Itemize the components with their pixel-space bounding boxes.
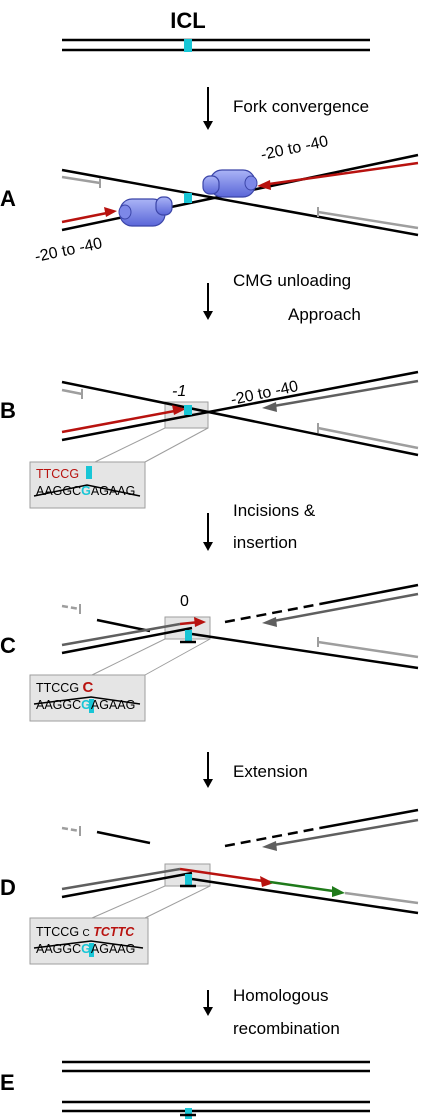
panel-c-inset-bottom-right: AGAAG — [91, 698, 135, 712]
panel-label-e: E — [0, 1070, 15, 1095]
panel-b-inset-bottom-left: AAGGC — [36, 484, 81, 498]
panel-d-inset-top-c: C — [83, 928, 90, 939]
step-arrow-fork-convergence — [203, 87, 213, 130]
diagram-title: ICL — [170, 8, 205, 33]
panel-b-inset-bottom-seq: AAGGCGAGAAG — [36, 484, 135, 498]
icl-lesion — [184, 39, 192, 52]
step-text-cmg-unloading: CMG unloading — [233, 271, 351, 290]
panel-d-inset-bottom-g: G — [81, 942, 91, 956]
panel-b-forks — [29, 370, 419, 509]
panel-d-inset-bottom-seq: AAGGCGAGAAG — [36, 942, 135, 956]
panel-label-a: A — [0, 186, 16, 211]
panel-c-forks — [29, 583, 419, 722]
panel-label-d: D — [0, 875, 16, 900]
panel-c-inset-bottom-left: AAGGC — [36, 698, 81, 712]
step-text-insertion: insertion — [233, 533, 297, 552]
step-text-fork-convergence: Fork convergence — [233, 97, 369, 116]
panel-c-position-zero: 0 — [180, 593, 189, 610]
cmg-helicase-right — [202, 169, 258, 198]
panel-c-inset-bottom-seq: AAGGCGAGAAG — [36, 698, 135, 712]
step-text-incisions: Incisions & — [233, 501, 316, 520]
step-text-approach: Approach — [288, 305, 361, 324]
panel-c-inset-top-red: C — [83, 679, 94, 696]
step-text-homologous: Homologous — [233, 986, 328, 1005]
step-arrow-cmg-unloading — [203, 283, 213, 320]
panel-a-position-top: -20 to -40 — [259, 133, 330, 164]
panel-c-inset-bottom-g: G — [81, 698, 91, 712]
panel-d-inset-top-seq: TTCCG C TCTTC — [36, 925, 135, 939]
step-arrow-extension — [203, 752, 213, 788]
panel-e-duplexes — [62, 1060, 370, 1119]
panel-d-forks — [29, 808, 419, 965]
panel-d-inset-top-red: TCTTC — [93, 925, 135, 939]
panel-label-c: C — [0, 633, 16, 658]
panel-d-inset-bottom-right: AGAAG — [91, 942, 135, 956]
step-arrow-homologous-recombination — [203, 990, 213, 1016]
step-arrow-incisions — [203, 513, 213, 551]
panel-b-inset-bottom-right: AGAAG — [91, 484, 135, 498]
panel-a-position-bottom: -20 to -40 — [33, 235, 104, 266]
step-text-recombination: recombination — [233, 1019, 340, 1038]
panel-b-inset-bottom-g: G — [81, 484, 91, 498]
panel-c-inset-top-seq: TTCCG C — [36, 679, 94, 696]
panel-d-inset-top-black: TTCCG — [36, 925, 79, 939]
panel-b-inset-top-seq: TTCCG — [36, 467, 79, 481]
cmg-helicase-left — [118, 196, 173, 227]
step-text-extension: Extension — [233, 762, 308, 781]
panel-label-b: B — [0, 398, 16, 423]
panel-a-forks — [61, 153, 419, 237]
panel-d-inset-bottom-left: AAGGC — [36, 942, 81, 956]
panel-c-inset-top-black: TTCCG — [36, 681, 79, 695]
panel-b-position-minus1: -1 — [172, 383, 186, 400]
intact-duplex-top — [62, 38, 370, 52]
